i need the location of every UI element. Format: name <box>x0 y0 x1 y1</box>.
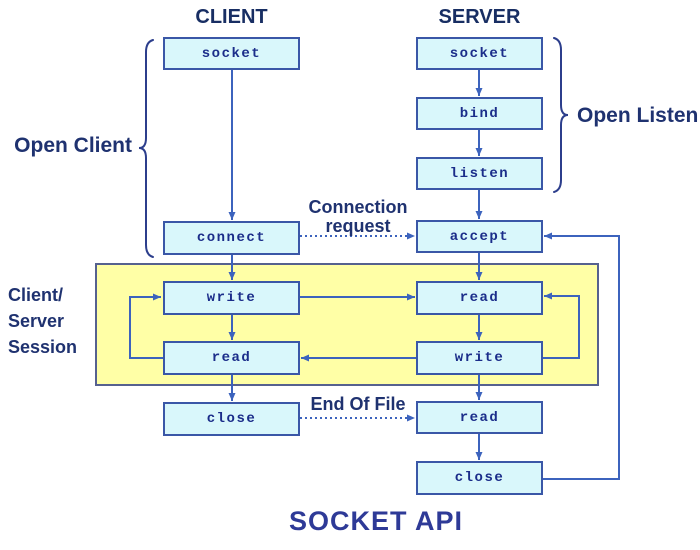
open-client-label: Open Client <box>14 134 132 157</box>
session-label-line2: Server <box>8 311 65 331</box>
node-client-read: read <box>163 341 300 375</box>
session-label-line1: Client/ <box>8 285 64 305</box>
open-listen-brace <box>553 37 569 193</box>
client-read-write-loop <box>129 293 163 359</box>
node-server-socket: socket <box>416 37 543 70</box>
server-close-to-accept-loop <box>543 232 620 480</box>
client-server-session-label: Client/ Server Session <box>8 282 118 360</box>
node-server-bind: bind <box>416 97 543 130</box>
node-server-close: close <box>416 461 543 495</box>
end-of-file-label: End Of File <box>310 394 406 414</box>
node-server-listen: listen <box>416 157 543 190</box>
client-column-header: CLIENT <box>195 6 268 28</box>
node-client-close: close <box>163 402 300 436</box>
node-client-connect: connect <box>163 221 300 255</box>
node-server-read-session: read <box>416 281 543 315</box>
connection-request-label: Connection request <box>296 198 420 236</box>
server-column-header: SERVER <box>438 6 521 28</box>
connection-request-line2: request <box>325 216 391 236</box>
server-write-read-loop <box>543 292 580 359</box>
node-server-accept: accept <box>416 220 543 253</box>
node-client-write: write <box>163 281 300 315</box>
node-server-write: write <box>416 341 543 375</box>
connection-request-line1: Connection <box>308 197 408 217</box>
session-label-line3: Session <box>8 337 78 357</box>
open-listen-label: Open Listen <box>577 104 699 127</box>
node-server-read-eof: read <box>416 401 543 434</box>
open-client-brace <box>138 39 154 258</box>
diagram-title: SOCKET API <box>288 506 464 536</box>
node-client-socket: socket <box>163 37 300 70</box>
